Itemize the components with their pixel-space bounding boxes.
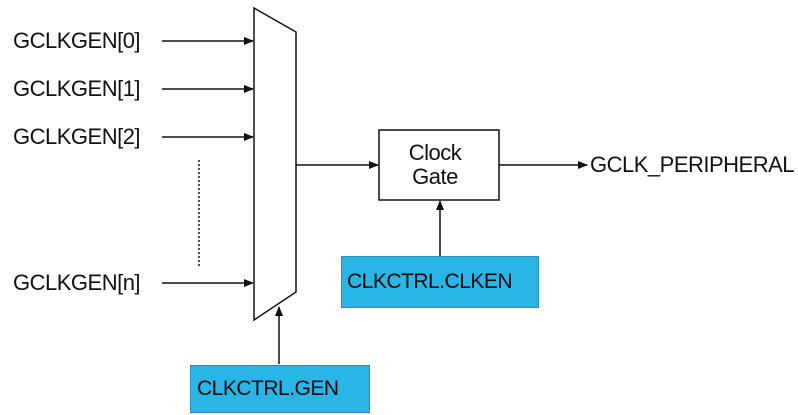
clock-gate-line1: Clock (408, 140, 462, 165)
clock-gate-line2: Gate (412, 163, 458, 189)
clock-gate-label: Clock Gate (379, 141, 491, 189)
input-label-0: GCLKGEN[0] (13, 28, 141, 53)
multiplexer (253, 6, 297, 322)
output-label: GCLK_PERIPHERAL (590, 152, 795, 177)
input-label-n: GCLKGEN[n] (13, 270, 141, 295)
clkctrl-gen-register: CLKCTRL.GEN (190, 365, 370, 413)
clkctrl-clken-register: CLKCTRL.CLKEN (341, 256, 539, 308)
input-label-2: GCLKGEN[2] (13, 124, 141, 149)
input-label-1: GCLKGEN[1] (13, 76, 141, 101)
